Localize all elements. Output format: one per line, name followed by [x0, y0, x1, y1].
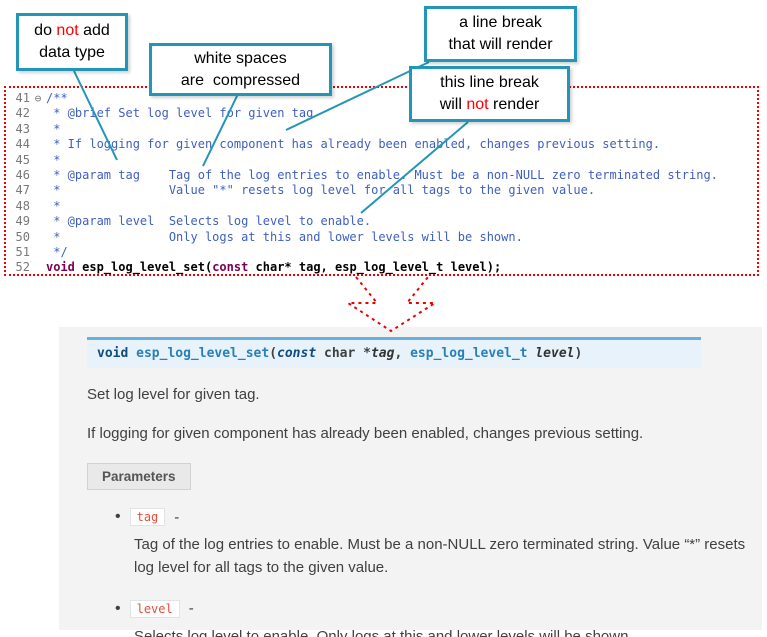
code-text: * — [46, 121, 61, 136]
bullet-icon: • — [115, 599, 121, 617]
code-text: * @brief Set log level for given tag — [46, 106, 314, 121]
code-text: */ — [46, 245, 68, 260]
callout-whitespace: white spaces are compressed — [149, 43, 332, 96]
bullet-icon: • — [115, 508, 121, 525]
line-number: 43 — [15, 121, 30, 136]
param-head: • level - — [115, 599, 762, 618]
code-line: 45 * — [6, 153, 757, 168]
line-number: 44 — [15, 137, 30, 152]
line-number: 41 — [15, 91, 30, 105]
code-line: 51 */ — [6, 245, 757, 260]
callout-text: are compressed — [180, 71, 301, 89]
code-text: * Only logs at this and lower levels wil… — [46, 229, 523, 244]
code-line: 41 ⊖ /** — [6, 91, 757, 106]
callout-text: will not render — [439, 96, 540, 113]
line-number: 52 — [15, 260, 30, 275]
code-text: void esp_log_level_set(const char* tag, … — [46, 260, 502, 275]
code-line: 42 * @brief Set log level for given tag — [6, 106, 757, 121]
line-number: 48 — [15, 198, 30, 213]
callout-text: data type — [39, 44, 105, 61]
doc-description: If logging for given component has alrea… — [87, 424, 644, 442]
param-description: Selects log level to enable. Only logs a… — [134, 627, 633, 637]
code-editor[interactable]: 41 ⊖ /** 42 * @brief Set log level for g… — [4, 86, 759, 276]
parameter-list: • tag - Tag of the log entries to enable… — [115, 508, 762, 637]
down-arrow-icon — [344, 276, 439, 333]
line-number: 46 — [15, 168, 30, 183]
code-line: 48 * — [6, 199, 757, 214]
callout-linebreak-not-render: this line break will not render — [409, 66, 570, 122]
param-item-level: • level - Selects log level to enable. O… — [115, 599, 762, 637]
line-number: 49 — [15, 214, 30, 229]
param-dash: - — [174, 508, 180, 526]
line-number: 45 — [15, 152, 30, 167]
code-line: 50 * Only logs at this and lower levels … — [6, 230, 757, 245]
callout-text: do not add — [34, 22, 110, 40]
callout-text: a line break — [459, 14, 542, 32]
code-line: 47 * Value "*" resets log level for all … — [6, 183, 757, 198]
callout-text: that will render — [448, 36, 553, 53]
rendered-doc-panel: void esp_log_level_set(const char *tag, … — [59, 327, 762, 637]
code-text: * — [46, 198, 61, 213]
line-number: 51 — [15, 245, 30, 260]
code-text: * @param level Selects log level to enab… — [46, 214, 372, 229]
code-line: 49 * @param level Selects log level to e… — [6, 214, 757, 229]
code-line-function-declaration: 52 void esp_log_level_set(const char* ta… — [6, 260, 757, 275]
param-name-chip: tag — [129, 508, 166, 526]
param-description: Tag of the log entries to enable. Must b… — [134, 536, 746, 577]
line-number: 42 — [15, 106, 30, 121]
callout-text: this line break — [440, 74, 539, 92]
callout-no-datatype: do not add data type — [16, 13, 128, 71]
param-item-tag: • tag - Tag of the log entries to enable… — [115, 508, 762, 580]
param-name-chip: level — [129, 599, 180, 618]
line-number: 47 — [15, 183, 30, 198]
callout-linebreak-renders: a line break that will render — [424, 6, 577, 62]
code-text: * If logging for given component has alr… — [46, 137, 661, 152]
code-text: * @param tag Tag of the log entries to e… — [46, 168, 718, 183]
function-signature: void esp_log_level_set(const char *tag, … — [87, 337, 701, 368]
param-dash: - — [188, 600, 194, 617]
doc-brief: Set log level for given tag. — [87, 386, 260, 403]
code-line: 44 * If logging for given component has … — [6, 137, 757, 152]
line-number: 50 — [15, 229, 30, 244]
callout-text: white spaces — [194, 49, 287, 67]
code-line: 43 * — [6, 122, 757, 137]
parameters-label: Parameters — [87, 463, 191, 490]
param-head: • tag - — [115, 508, 762, 526]
code-line: 46 * @param tag Tag of the log entries t… — [6, 168, 757, 183]
fold-marker-icon[interactable]: ⊖ — [34, 92, 42, 105]
code-text: * — [46, 152, 61, 167]
code-text: * Value "*" resets log level for all tag… — [46, 183, 596, 198]
code-text: /** — [46, 91, 68, 105]
